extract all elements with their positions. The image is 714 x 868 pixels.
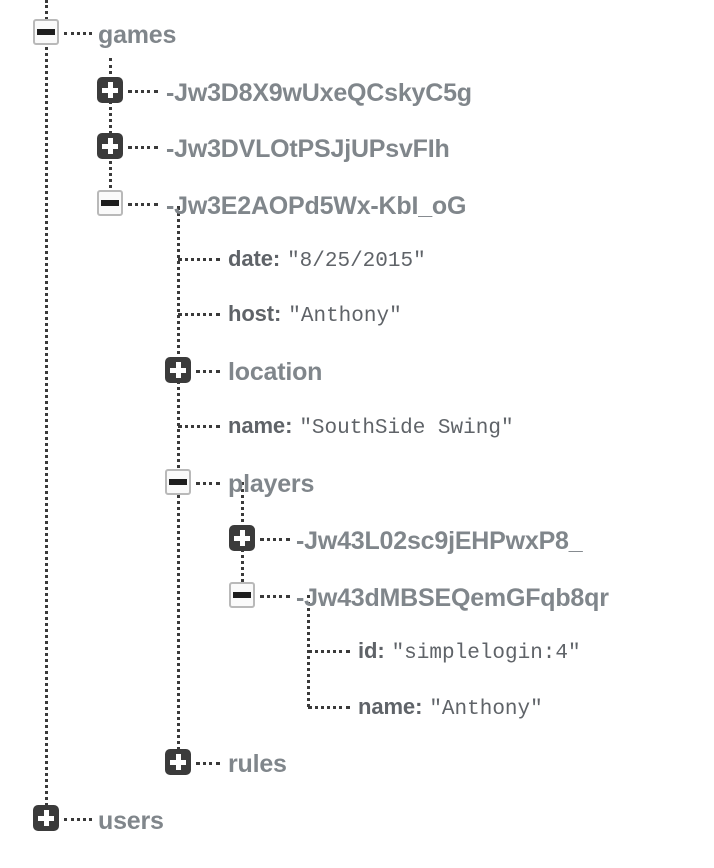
connector-games bbox=[64, 32, 92, 35]
toggle-location[interactable] bbox=[165, 357, 191, 383]
tree-leaf-player2-name-key: name: bbox=[358, 694, 423, 719]
toggle-player1[interactable] bbox=[229, 525, 255, 551]
tree-node-game2[interactable]: -Jw3DVLOtPSJjUPsvFIh bbox=[166, 135, 450, 163]
tree-leaf-host-value: "Anthony" bbox=[288, 305, 402, 328]
connector-player2-name bbox=[308, 706, 350, 709]
tree-node-rules[interactable]: rules bbox=[228, 750, 287, 778]
tree-leaf-name-key: name: bbox=[228, 413, 293, 438]
tree-node-player1[interactable]: -Jw43L02sc9jEHPwxP8_ bbox=[296, 527, 583, 555]
connector-game1 bbox=[128, 90, 158, 93]
tree-leaf-date[interactable]: date: "8/25/2015" bbox=[228, 246, 426, 273]
tree-leaf-date-key: date: bbox=[228, 246, 281, 271]
tree-leaf-player2-id-value: "simplelogin:4" bbox=[391, 642, 581, 665]
connector-date bbox=[178, 258, 220, 261]
tree-node-game3[interactable]: -Jw3E2AOPd5Wx-KbI_oG bbox=[166, 192, 467, 220]
tree-node-player2[interactable]: -Jw43dMBSEQemGFqb8qr bbox=[296, 584, 609, 612]
tree-node-location[interactable]: location bbox=[228, 358, 323, 386]
toggle-player2[interactable] bbox=[229, 582, 255, 608]
tree-leaf-player2-id-key: id: bbox=[358, 638, 385, 663]
tree-leaf-name[interactable]: name: "SouthSide Swing" bbox=[228, 413, 514, 440]
toggle-players[interactable] bbox=[165, 469, 191, 495]
connector-name bbox=[178, 425, 220, 428]
tree-node-users[interactable]: users bbox=[98, 807, 164, 835]
tree-node-games[interactable]: games bbox=[98, 21, 177, 49]
tree-leaf-host-key: host: bbox=[228, 301, 282, 326]
toggle-games[interactable] bbox=[33, 19, 59, 45]
connector-player1 bbox=[260, 538, 290, 541]
connector-rules bbox=[196, 762, 220, 765]
connector-player2 bbox=[260, 595, 290, 598]
tree-leaf-player2-id[interactable]: id: "simplelogin:4" bbox=[358, 638, 581, 665]
connector-game2 bbox=[128, 146, 158, 149]
connector-location bbox=[196, 370, 220, 373]
toggle-game3[interactable] bbox=[97, 190, 123, 216]
tree-leaf-name-value: "SouthSide Swing" bbox=[299, 417, 514, 440]
connector-game3 bbox=[128, 203, 158, 206]
connector-users bbox=[64, 818, 92, 821]
connector-host bbox=[178, 313, 220, 316]
tree-node-players[interactable]: players bbox=[228, 470, 315, 498]
connector-player2-id bbox=[308, 650, 350, 653]
tree-leaf-player2-name[interactable]: name: "Anthony" bbox=[358, 694, 543, 721]
toggle-game1[interactable] bbox=[97, 77, 123, 103]
tree-rail-root bbox=[45, 0, 48, 806]
toggle-game2[interactable] bbox=[97, 133, 123, 159]
toggle-rules[interactable] bbox=[165, 749, 191, 775]
toggle-users[interactable] bbox=[33, 805, 59, 831]
tree-leaf-date-value: "8/25/2015" bbox=[287, 250, 426, 273]
tree-leaf-host[interactable]: host: "Anthony" bbox=[228, 301, 402, 328]
tree-leaf-player2-name-value: "Anthony" bbox=[429, 698, 543, 721]
connector-players bbox=[196, 482, 220, 485]
tree-node-game1[interactable]: -Jw3D8X9wUxeQCskyC5g bbox=[166, 79, 472, 107]
tree-rail-games-children bbox=[109, 58, 112, 206]
